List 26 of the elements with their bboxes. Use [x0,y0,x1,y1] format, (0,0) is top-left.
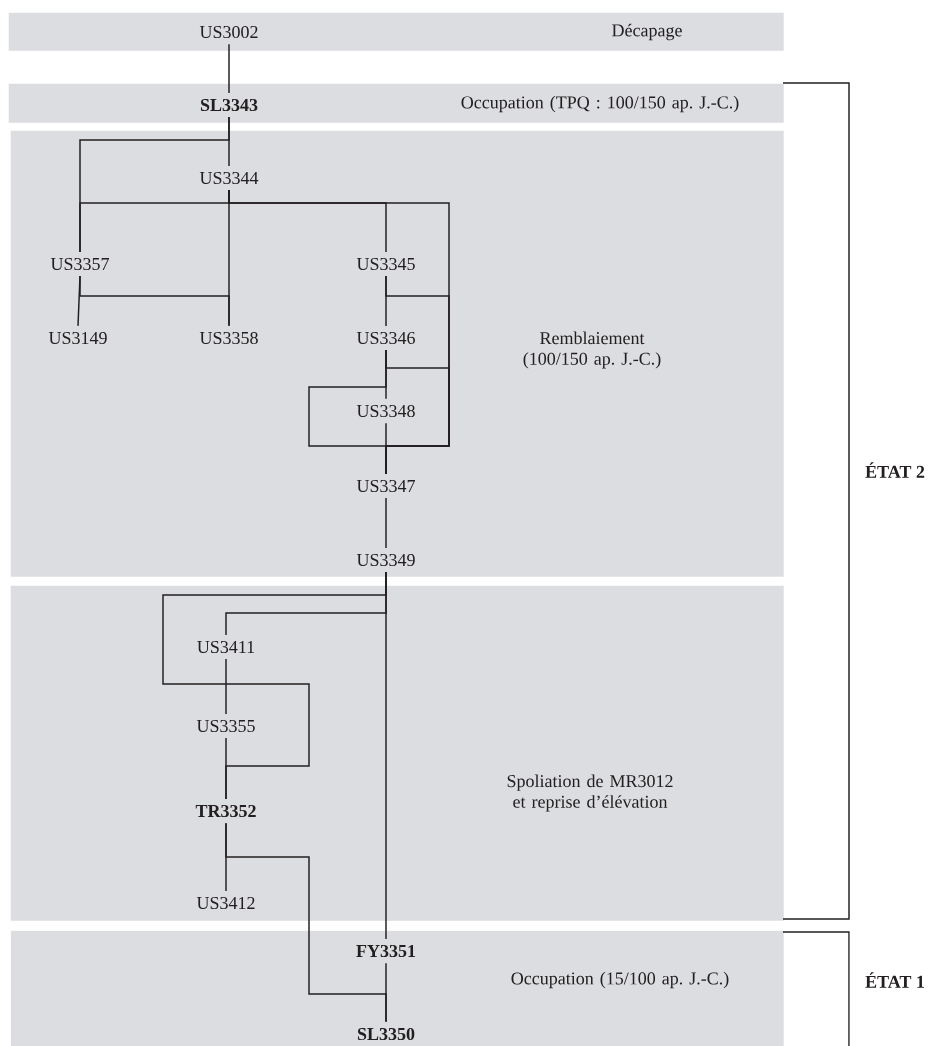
unit-label: FY3351 [356,944,416,958]
unit-label: US3345 [356,257,415,271]
unit-label: US3344 [199,171,259,185]
stratigraphic-line [225,658,227,715]
unit-label: US3412 [196,896,255,910]
unit-label: TR3352 [195,804,256,818]
stratigraphic-line [385,497,387,549]
unit-label: US3346 [356,331,415,345]
unit-label: US3149 [48,331,107,345]
unit-label: SL3343 [200,98,258,112]
phase-label: ÉTAT 2 [865,462,925,478]
unit-label: US3002 [199,25,258,39]
unit-label: US3348 [356,404,415,418]
unit-label: US3349 [356,553,415,567]
unit-label: US3355 [196,719,255,733]
stratigraphic-line [79,275,230,327]
phase-label: ÉTAT 1 [865,972,924,988]
unit-label: SL3350 [357,1027,415,1041]
unit-label: US3357 [50,257,109,271]
unit-label: US3358 [199,331,258,345]
stratigraphic-line [228,43,230,94]
unit-label: US3411 [197,640,255,654]
stratigraphic-line [385,962,387,1023]
unit-label: US3347 [356,479,415,493]
stratigraphic-line [225,737,227,800]
stratigraphic-line [308,349,387,475]
